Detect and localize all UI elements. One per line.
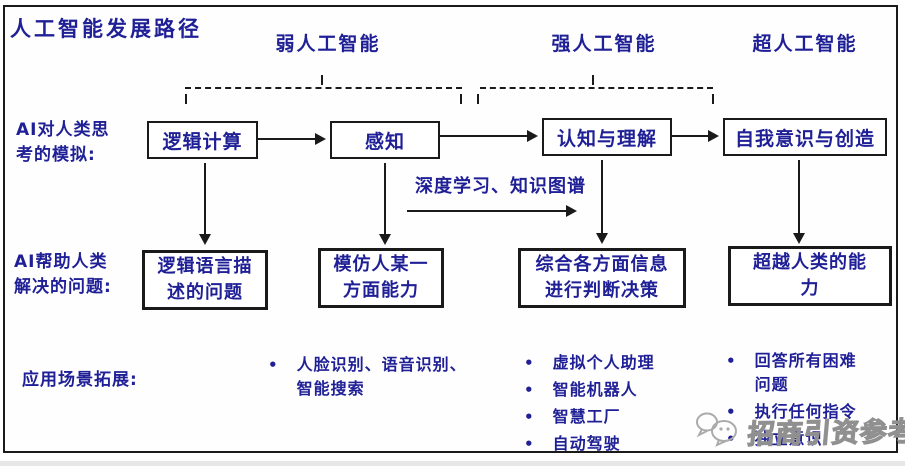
list-item: • 自动驾驶 xyxy=(524,432,699,456)
list-item: • 人脸识别、语音识别、 智能搜索 xyxy=(268,355,467,398)
box-logic-language-problems: 逻辑语言描 述的问题 xyxy=(142,250,268,310)
box-integrate-info-decisions: 综合各方面信息 进行判断决策 xyxy=(518,248,686,308)
bottom-strip xyxy=(0,461,905,466)
bracket-tick xyxy=(460,94,462,104)
box-self-awareness-creation: 自我意识与创造 xyxy=(723,118,887,156)
down-arrow-icon xyxy=(199,163,211,245)
box-logic-computation: 逻辑计算 xyxy=(147,121,258,159)
down-arrow-icon xyxy=(793,160,805,244)
box-imitate-one-ability: 模仿人某一 方面能力 xyxy=(318,248,444,308)
flow-arrow-right-icon xyxy=(440,130,538,142)
stage-label-super-ai: 超人工智能 xyxy=(752,33,858,55)
box-beyond-human-ability: 超越人类的能 力 xyxy=(728,246,892,306)
bullet-list-strong-ai: • 虚拟个人助理 • 智能机器人 • 智慧工厂 • 自动驾驶 xyxy=(524,351,699,456)
list-item: • 智慧工厂 xyxy=(524,405,699,429)
page-title: 人工智能发展路径 xyxy=(10,17,202,41)
chat-bubbles-logo-icon xyxy=(694,408,744,452)
box-cognition-understanding: 认知与理解 xyxy=(542,118,672,156)
watermark: 招商引资参考 xyxy=(694,408,905,452)
watermark-text: 招商引资参考 xyxy=(746,415,905,450)
list-item: • 执行任何指令 xyxy=(726,400,891,424)
diagram-frame xyxy=(3,5,898,453)
down-arrow-icon xyxy=(596,160,608,244)
list-item: • 智能机器人 xyxy=(524,378,699,402)
row-label-problems: AI帮助人类 解决的问题: xyxy=(14,252,112,297)
bullet-icon: • xyxy=(524,408,535,426)
bullet-icon: • xyxy=(524,435,535,453)
row-label-applications: 应用场景拓展: xyxy=(22,370,138,390)
row-label-simulation: AI对人类思 考的模拟: xyxy=(16,120,110,165)
down-arrow-icon xyxy=(379,163,391,245)
bullet-icon: • xyxy=(268,356,279,374)
bracket-center-tick xyxy=(321,75,323,85)
stage-label-strong-ai: 强人工智能 xyxy=(551,33,657,55)
flow-arrow-right-icon xyxy=(258,133,326,145)
transition-arrow-right-icon xyxy=(407,205,577,217)
stage-label-weak-ai: 弱人工智能 xyxy=(275,33,381,55)
list-item: • 回答所有困难 问题 xyxy=(726,351,857,394)
flow-arrow-right-icon xyxy=(672,130,719,142)
bullet-icon: • xyxy=(524,354,535,372)
bracket-line xyxy=(480,87,713,89)
bullet-icon: • xyxy=(524,381,535,399)
bullet-icon: • xyxy=(726,352,737,370)
bracket-tick xyxy=(712,94,714,104)
bracket-tick xyxy=(477,94,479,104)
bullet-list-weak-ai: • 人脸识别、语音识别、 智能搜索 xyxy=(268,353,498,401)
bracket-tick xyxy=(185,94,187,104)
list-item: • 虚拟个人助理 xyxy=(524,351,699,375)
transition-note: 深度学习、知识图谱 xyxy=(415,176,586,197)
bullet-icon: • xyxy=(726,403,737,421)
bracket-center-tick xyxy=(592,75,594,85)
bracket-line xyxy=(185,87,462,89)
box-perception: 感知 xyxy=(330,121,440,159)
